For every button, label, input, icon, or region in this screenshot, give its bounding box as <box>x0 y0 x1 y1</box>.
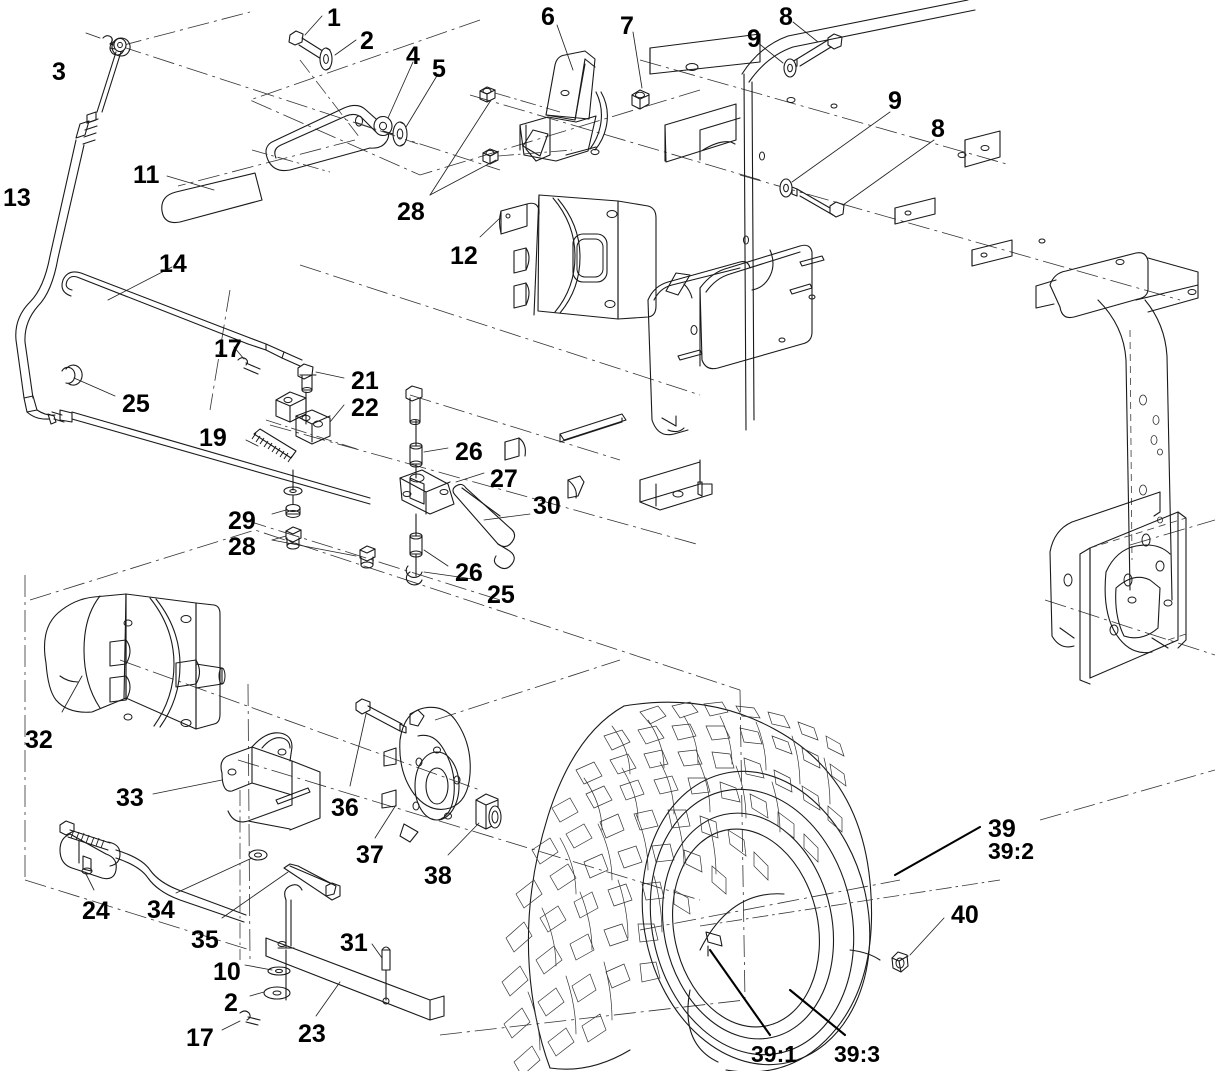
callout-38: 38 <box>424 862 452 890</box>
part-25-retaining-ring-upper <box>61 364 116 397</box>
callout-39-1: 39:1 <box>751 1041 798 1067</box>
part-25-retaining-ring-lower <box>405 565 481 586</box>
part-13-control-cable <box>15 37 371 505</box>
part-12-hydraulic-wheel-motor <box>479 194 657 320</box>
part-24-cable-clamp-adjuster <box>59 820 247 923</box>
frame-sheet-metal <box>504 0 976 511</box>
part-40-valve-cap-nut <box>849 917 945 973</box>
callout-36: 36 <box>331 794 359 822</box>
callout-25a: 25 <box>122 390 150 418</box>
part-37-wheel-hub <box>374 706 471 843</box>
callout-27: 27 <box>490 465 518 493</box>
callout-28b: 28 <box>228 533 256 561</box>
callout-33: 33 <box>116 784 144 812</box>
callout-8b: 8 <box>931 115 945 143</box>
callout-26a: 26 <box>455 438 483 466</box>
callout-25b: 25 <box>487 581 515 609</box>
part-34-washer <box>175 849 268 894</box>
callout-29: 29 <box>228 507 256 535</box>
callout-30: 30 <box>533 492 561 520</box>
part-38-lug-nut <box>447 793 502 856</box>
callout-22: 22 <box>351 394 379 422</box>
callout-9a: 9 <box>747 25 761 53</box>
part-28-flange-locknuts-upper <box>429 86 573 196</box>
callout-28a: 28 <box>397 198 425 226</box>
callout-40: 40 <box>951 901 979 929</box>
callout-3: 3 <box>52 58 66 86</box>
part-2-flat-washer-top <box>299 39 361 139</box>
callout-10: 10 <box>213 958 241 986</box>
callout-34: 34 <box>147 896 175 924</box>
callout-9b: 9 <box>888 87 902 115</box>
part-28-flange-locknuts-lower <box>271 469 376 569</box>
part-30-gas-spring-damper <box>452 483 531 570</box>
callout-5: 5 <box>432 55 446 83</box>
callout-14: 14 <box>159 250 187 278</box>
callout-24: 24 <box>82 897 110 925</box>
callout-19: 19 <box>199 424 227 452</box>
projection-centerlines <box>24 11 1215 1036</box>
callout-39: 39 <box>988 815 1016 843</box>
callout-31: 31 <box>340 929 368 957</box>
part-5-spacer-washer <box>354 73 439 147</box>
part-upper-pin <box>405 385 423 425</box>
callout-11: 11 <box>133 161 160 189</box>
part-11-handle-grip <box>161 149 331 224</box>
callout-39-2: 39:2 <box>988 838 1035 864</box>
part-27-idler-arm <box>399 469 485 515</box>
callout-8a: 8 <box>779 3 793 31</box>
callout-26b: 26 <box>455 559 483 587</box>
part-14-rod-linkage <box>61 266 303 367</box>
part-22-pivot-bracket <box>265 391 361 451</box>
part-6-control-bracket <box>519 24 608 162</box>
callout-17a: 17 <box>214 335 242 363</box>
callout-4: 4 <box>406 42 420 70</box>
part-33-motor-mount-bracket <box>152 732 321 960</box>
part-26-bushing-lower <box>409 513 449 577</box>
callout-32: 32 <box>25 726 53 754</box>
callout-2b: 2 <box>224 989 238 1017</box>
part-36-shoulder-bolt <box>349 698 407 787</box>
part-32-hydraulic-wheel-motor-lower <box>43 593 226 730</box>
part-39-wheel-and-tire <box>501 701 1001 1071</box>
right-frame-rail <box>894 130 1199 685</box>
part-26-bushing-upper <box>409 419 449 479</box>
callout-2a: 2 <box>360 27 374 55</box>
part-4-pivot-arm <box>265 61 414 172</box>
callout-6: 6 <box>541 3 555 31</box>
callout-12: 12 <box>450 242 478 270</box>
callout-39-3: 39:3 <box>834 1041 881 1067</box>
part-23-flat-bar-link <box>221 884 445 1031</box>
part-7-flange-nut <box>631 31 650 110</box>
callout-21: 21 <box>351 367 379 395</box>
part-29-flat-washer <box>271 486 303 518</box>
part-9-lock-washer-upper <box>756 41 797 78</box>
part-9-lock-washer-lower <box>779 111 891 198</box>
part-19-extension-spring <box>245 428 297 463</box>
callout-35: 35 <box>191 926 219 954</box>
callout-1: 1 <box>327 4 341 32</box>
callout-17b: 17 <box>186 1024 214 1052</box>
part-35-hex-bolt-lower <box>221 863 341 919</box>
part-17-cotter-pin-middle <box>233 346 261 375</box>
callout-13: 13 <box>3 184 31 212</box>
callout-7: 7 <box>620 12 634 40</box>
part-8-hex-bolt-lower <box>791 139 935 218</box>
callout-37: 37 <box>356 841 384 869</box>
callout-23: 23 <box>298 1020 326 1048</box>
